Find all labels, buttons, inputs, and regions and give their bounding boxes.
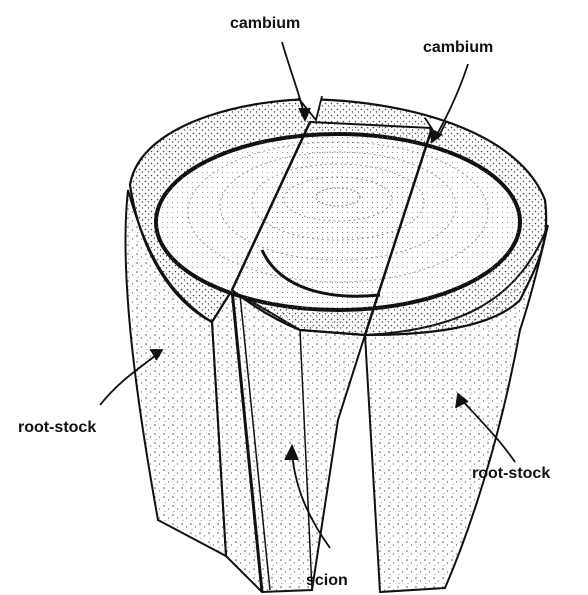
label-cambium-left: cambium [230, 15, 300, 32]
label-rootstock-left: root-stock [18, 419, 96, 436]
label-scion: scion [306, 572, 348, 589]
label-rootstock-right: root-stock [472, 465, 550, 482]
label-cambium-right: cambium [423, 39, 493, 56]
scion-body [212, 290, 365, 592]
